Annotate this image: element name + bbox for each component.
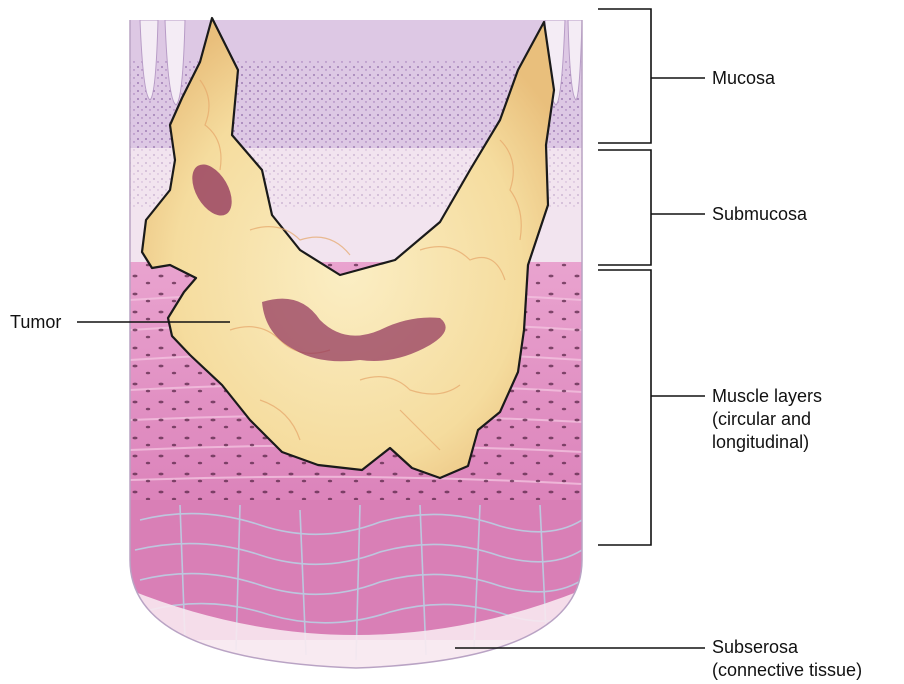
label-muscle-line3: longitudinal)	[712, 431, 809, 453]
label-submucosa: Submucosa	[712, 203, 807, 225]
label-mucosa: Mucosa	[712, 67, 775, 89]
layer-brackets	[598, 9, 651, 545]
label-subserosa-line2: (connective tissue)	[712, 659, 862, 681]
bracket-muscle	[598, 270, 651, 545]
label-subserosa-line1: Subserosa	[712, 636, 798, 658]
label-tumor: Tumor	[10, 311, 61, 333]
bracket-submucosa	[598, 150, 651, 265]
label-muscle-line2: (circular and	[712, 408, 811, 430]
label-muscle-line1: Muscle layers	[712, 385, 822, 407]
bracket-mucosa	[598, 9, 651, 143]
